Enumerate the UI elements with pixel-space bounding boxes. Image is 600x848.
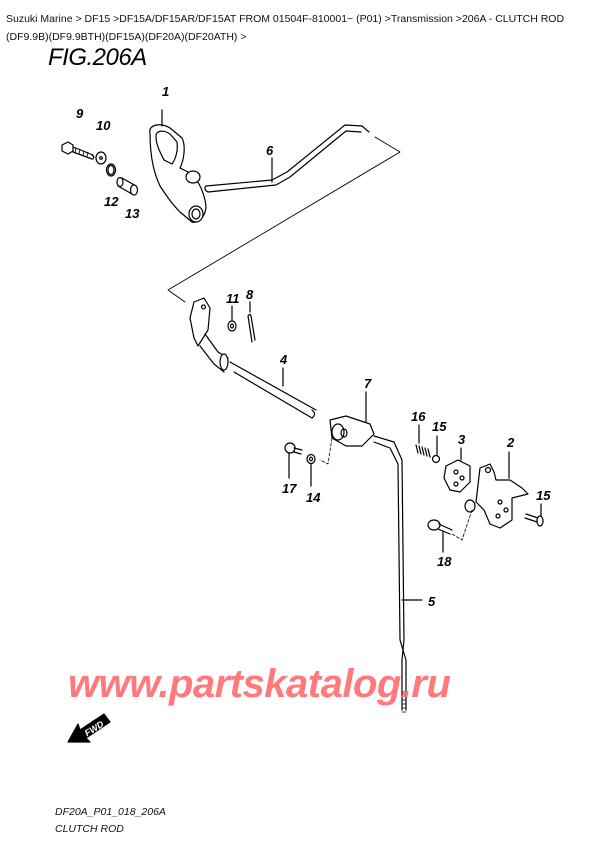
clutch-cam-icon <box>451 451 529 541</box>
o-ring-icon <box>105 163 117 177</box>
figure-name: CLUTCH ROD <box>55 823 124 835</box>
rod-joint-icon <box>319 391 375 465</box>
bushing-icon <box>116 176 139 196</box>
breadcrumb-transmission[interactable]: Transmission <box>390 13 453 25</box>
callout-12[interactable]: 12 <box>104 194 119 209</box>
forward-arrow-icon: FWD <box>67 713 111 743</box>
callout-13[interactable]: 13 <box>125 206 140 221</box>
bolt-icon <box>284 442 303 479</box>
washer-icon <box>306 453 316 465</box>
breadcrumb-df15[interactable]: DF15 <box>84 13 111 25</box>
callout-4[interactable]: 4 <box>279 352 288 367</box>
callout-15[interactable]: 15 <box>432 419 447 434</box>
detent-plate-icon <box>443 447 471 493</box>
breadcrumb-suzuki-marine[interactable]: Suzuki Marine <box>6 13 73 25</box>
callout-3[interactable]: 3 <box>458 432 466 447</box>
callout-10[interactable]: 10 <box>96 118 111 133</box>
clutch-rod-upper-icon <box>204 124 370 193</box>
shift-shaft-icon <box>189 297 317 419</box>
callout-9[interactable]: 9 <box>76 106 84 121</box>
breadcrumb-model[interactable]: DF15A/DF15AR/DF15AT FROM 01504F-810001~ … <box>119 13 382 25</box>
figure-code: DF20A_P01_018_206A <box>55 806 166 818</box>
breadcrumb: Suzuki Marine > DF15 >DF15A/DF15AR/DF15A… <box>6 12 564 26</box>
connector-line <box>167 136 401 303</box>
breadcrumb-separator: > <box>381 13 391 25</box>
spring-icon <box>415 424 431 458</box>
callout-8[interactable]: 8 <box>246 287 254 302</box>
callout-7[interactable]: 7 <box>364 376 372 391</box>
bolt-icon <box>61 141 95 160</box>
callout-6[interactable]: 6 <box>266 143 274 158</box>
bolt-icon <box>427 519 453 553</box>
ball-icon <box>431 454 441 464</box>
callout-15-right[interactable]: 15 <box>536 488 551 503</box>
callout-11[interactable]: 11 <box>226 291 240 306</box>
cotter-pin-icon <box>247 313 256 343</box>
watermark: www.partskatalog.ru <box>68 662 451 706</box>
callout-5[interactable]: 5 <box>428 594 436 609</box>
callout-14[interactable]: 14 <box>306 490 321 505</box>
figure-title: FIG.206A <box>48 44 147 71</box>
clutch-lever-icon <box>149 109 207 223</box>
breadcrumb-separator: > <box>452 13 462 25</box>
callout-18[interactable]: 18 <box>437 554 452 569</box>
breadcrumb-models-line: (DF9.9B)(DF9.9BTH)(DF15A)(DF20A)(DF20ATH… <box>6 31 247 43</box>
callout-1[interactable]: 1 <box>162 84 169 99</box>
callout-16[interactable]: 16 <box>411 409 426 424</box>
washer-icon <box>95 151 107 165</box>
washer-icon <box>227 320 237 332</box>
breadcrumb-separator: > <box>110 13 120 25</box>
callout-17[interactable]: 17 <box>282 481 297 496</box>
breadcrumb-current: 206A - CLUTCH ROD <box>461 13 565 25</box>
callout-2[interactable]: 2 <box>506 435 515 450</box>
clutch-rod-lower-icon <box>373 435 423 713</box>
breadcrumb-separator: > <box>72 13 85 25</box>
screw-icon <box>524 503 544 527</box>
